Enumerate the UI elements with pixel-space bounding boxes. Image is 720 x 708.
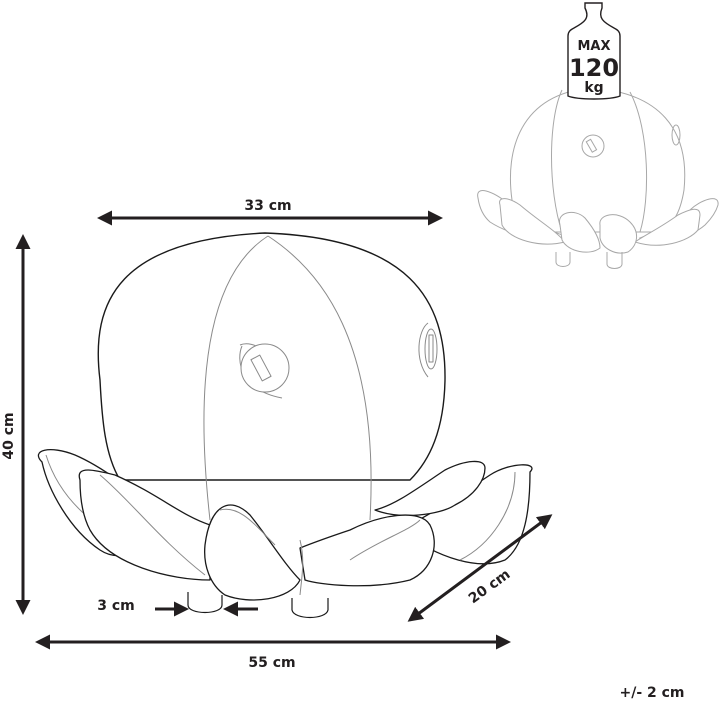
preview-octopus-illustration [477,87,719,269]
max-label: MAX [577,39,610,54]
total-width-label: 55 cm [248,655,295,671]
depth-arrow [407,514,553,622]
weight-value: 120 [569,54,619,82]
dial-icon [239,343,290,399]
height-label: 40 cm [1,412,17,459]
foot-width-label: 3 cm [97,598,135,614]
weight-unit: kg [584,80,603,96]
side-dial-icon [418,322,438,378]
tolerance-label: +/- 2 cm [619,685,684,701]
dimension-arrows [15,210,553,650]
octopus-pouf-illustration [37,232,533,619]
max-weight-badge: MAX 120 kg [567,2,621,100]
top-width-label: 33 cm [244,198,291,214]
